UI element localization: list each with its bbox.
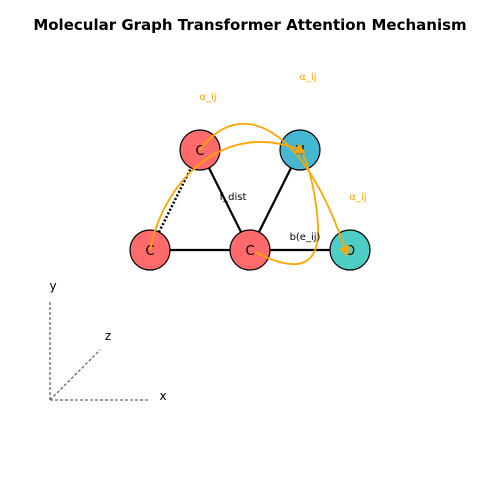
- attention-arc-c3-n1: [149, 141, 306, 251]
- y-axis-label: y: [49, 279, 56, 293]
- attention-label: α_ij: [299, 72, 316, 83]
- x-axis-label: x: [159, 389, 166, 403]
- atom-o1: O: [329, 229, 371, 271]
- spatial-distance-label: f_dist: [220, 192, 247, 203]
- atom-label: O: [345, 244, 355, 259]
- diagram-title: Molecular Graph Transformer Attention Me…: [33, 16, 466, 34]
- edge-bias-label: b(e_ij): [290, 232, 321, 243]
- coordinate-axes: y x z: [49, 279, 167, 403]
- atom-c2: C: [229, 229, 271, 271]
- z-axis-label: z: [105, 329, 111, 343]
- atom-label: C: [245, 244, 254, 259]
- z-axis: [49, 349, 101, 401]
- attention-arc-c2-n1: [254, 151, 319, 266]
- attention-label: α_ij: [349, 192, 366, 203]
- attention-label: α_ij: [199, 92, 216, 103]
- attention-arc-c1-o1: [199, 123, 350, 258]
- atom-label: C: [145, 244, 154, 259]
- atoms-layer: C N C C O: [129, 129, 371, 271]
- atom-label: C: [195, 144, 204, 159]
- attention-layer: [149, 123, 350, 266]
